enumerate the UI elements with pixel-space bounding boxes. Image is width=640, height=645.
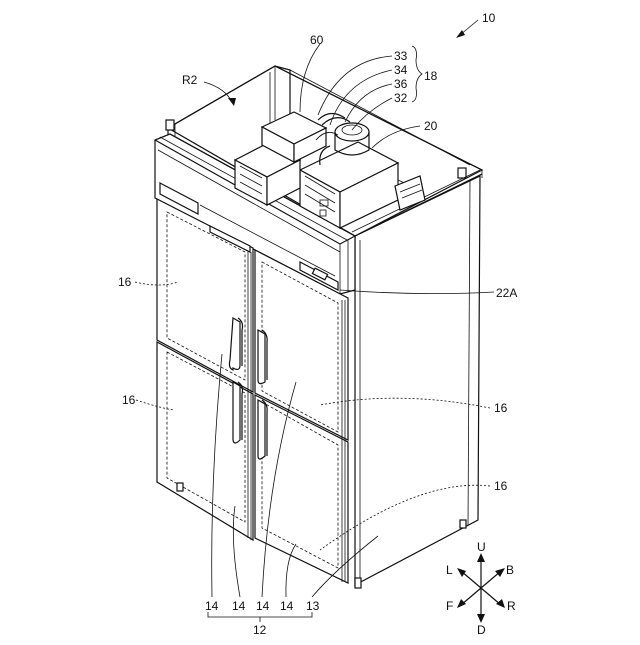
ref-34: 34 xyxy=(394,63,408,77)
compass-left: L xyxy=(446,563,453,577)
ref-16-right-lower: 16 xyxy=(494,479,508,493)
ref-33: 33 xyxy=(394,49,408,63)
ref-14-a: 14 xyxy=(205,599,219,613)
ref-14-b: 14 xyxy=(232,599,246,613)
ref-22a: 22A xyxy=(496,286,517,300)
ref-16-lower-left: 16 xyxy=(122,393,136,407)
compass-back: B xyxy=(506,563,514,577)
direction-compass xyxy=(457,553,505,623)
ref-r2: R2 xyxy=(182,73,198,87)
ref-14-d: 14 xyxy=(280,599,294,613)
ref-16-upper-left: 16 xyxy=(118,275,132,289)
compass-front: F xyxy=(446,599,453,613)
compass-down: D xyxy=(477,623,486,637)
ref-32: 32 xyxy=(394,91,408,105)
compass-up: U xyxy=(477,540,486,554)
ref-14-c: 14 xyxy=(256,599,270,613)
ref-16-right-upper: 16 xyxy=(494,401,508,415)
ref-18: 18 xyxy=(424,69,438,83)
compass-right: R xyxy=(507,599,516,613)
ref-20: 20 xyxy=(424,119,438,133)
ref-12: 12 xyxy=(253,623,267,637)
ref-13: 13 xyxy=(306,599,320,613)
ref-10: 10 xyxy=(482,11,496,25)
ref-60: 60 xyxy=(310,33,324,47)
ref-36: 36 xyxy=(394,77,408,91)
